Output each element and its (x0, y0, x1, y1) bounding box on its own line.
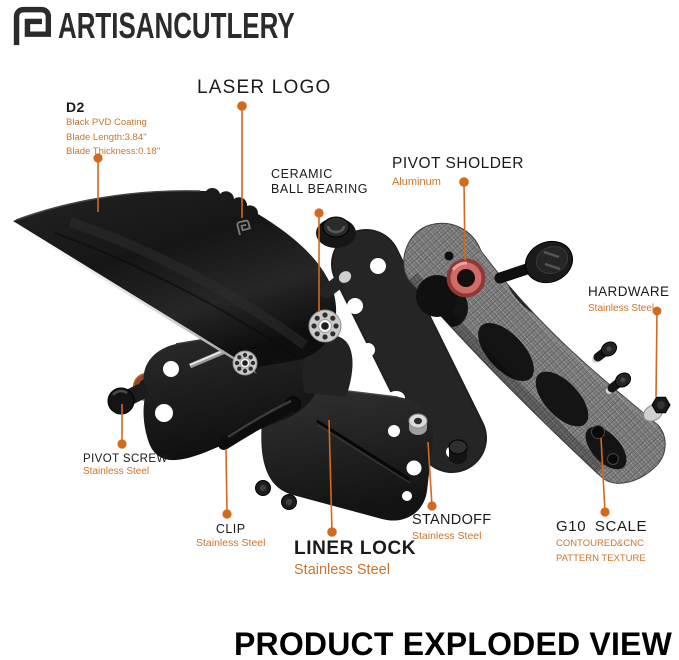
annotation-pivot-screw: PIVOT SCREW Stainless Steel (83, 453, 168, 477)
ceramic-label-line1: CERAMIC (271, 167, 333, 181)
hardware-screws-illustration (591, 341, 671, 422)
leader-liner-lock (328, 419, 333, 533)
g10-scale-label: G10 SCALE (556, 518, 648, 535)
hardware-material: Stainless Steel (588, 303, 655, 314)
clip-label: CLIP (215, 522, 246, 536)
annotation-ceramic-ball-bearing: CERAMIC BALL BEARING (271, 167, 368, 197)
annotation-laser-logo: LASER LOGO (197, 77, 332, 99)
blade-laser-logo-etch (236, 219, 251, 236)
blade-illustration (13, 187, 337, 374)
brand-name: ARTISANCUTLERY (58, 5, 295, 46)
pivot-cap-illustration (316, 216, 356, 248)
annotation-standoff: STANDOFF Stainless Steel (412, 512, 491, 542)
leader-g10-scale (600, 437, 606, 513)
hardware-label: HARDWARE (588, 284, 670, 299)
pivot-sholder-material: Aluminum (392, 176, 441, 188)
annotation-d2: D2 Black PVD Coating Blade Length:3.84''… (66, 99, 160, 159)
ceramic-label-line2: BALL BEARING (271, 182, 369, 196)
standoff-material: Stainless Steel (412, 530, 482, 542)
pivot-bar-screw-illustration (494, 240, 573, 284)
leader-dots (93, 101, 662, 537)
liner-lock-label: LINER LOCK (294, 538, 417, 559)
annotation-liner-lock: LINER LOCK Stainless Steel (294, 538, 416, 578)
d2-spec-thickness: Blade Thickness:0.18'' (66, 146, 161, 157)
pivot-shoulder-ring-illustration (446, 258, 486, 298)
artisan-logo-icon (13, 6, 51, 46)
pivot-screw-illustration (107, 384, 148, 415)
annotation-g10-scale: G10 SCALE CONTOURED&CNC PATTERN TEXTURE (556, 518, 647, 565)
pivot-washer-illustration (416, 275, 458, 317)
leader-standoff (427, 441, 433, 507)
leader-pivot-sholder (463, 181, 466, 261)
d2-spec-length: Blade Length:3.84'' (66, 131, 147, 143)
pivot-screw-material: Stainless Steel (83, 466, 150, 477)
pivot-sholder-label: PIVOT SHOLDER (392, 155, 524, 172)
g10-scale-illustration (403, 222, 666, 484)
standoffs-illustration (408, 413, 468, 464)
leader-hardware (655, 310, 658, 398)
annotation-clip: CLIP Stainless Steel (196, 522, 265, 549)
leader-clip (225, 448, 228, 515)
leader-lines (97, 106, 658, 533)
clip-material: Stainless Steel (196, 537, 266, 549)
standoff-label: STANDOFF (412, 512, 492, 528)
annotation-pivot-sholder: PIVOT SHOLDER Aluminum (392, 155, 524, 188)
d2-spec-coating: Black PVD Coating (66, 117, 147, 128)
d2-label: D2 (66, 99, 85, 115)
g10-scale-texture-line2: PATTERN TEXTURE (556, 553, 646, 564)
stop-pin-illustration (319, 271, 352, 299)
g10-scale-texture-line1: CONTOURED&CNC (556, 538, 644, 549)
brand-header: ARTISANCUTLERY (13, 5, 387, 47)
page-title: PRODUCT EXPLODED VIEW (233, 626, 672, 660)
ball-bearing-2-illustration (232, 350, 258, 376)
clip-screws-illustration (255, 480, 297, 510)
pocket-clip-illustration (218, 396, 301, 510)
laser-logo-label: LASER LOGO (197, 77, 332, 98)
annotation-hardware: HARDWARE Stainless Steel (588, 284, 669, 314)
liner-lock-illustration (260, 383, 434, 521)
pivot-screw-label: PIVOT SCREW (83, 453, 168, 465)
liner-lock-material: Stainless Steel (294, 562, 390, 578)
ball-bearing-illustration (308, 309, 342, 343)
